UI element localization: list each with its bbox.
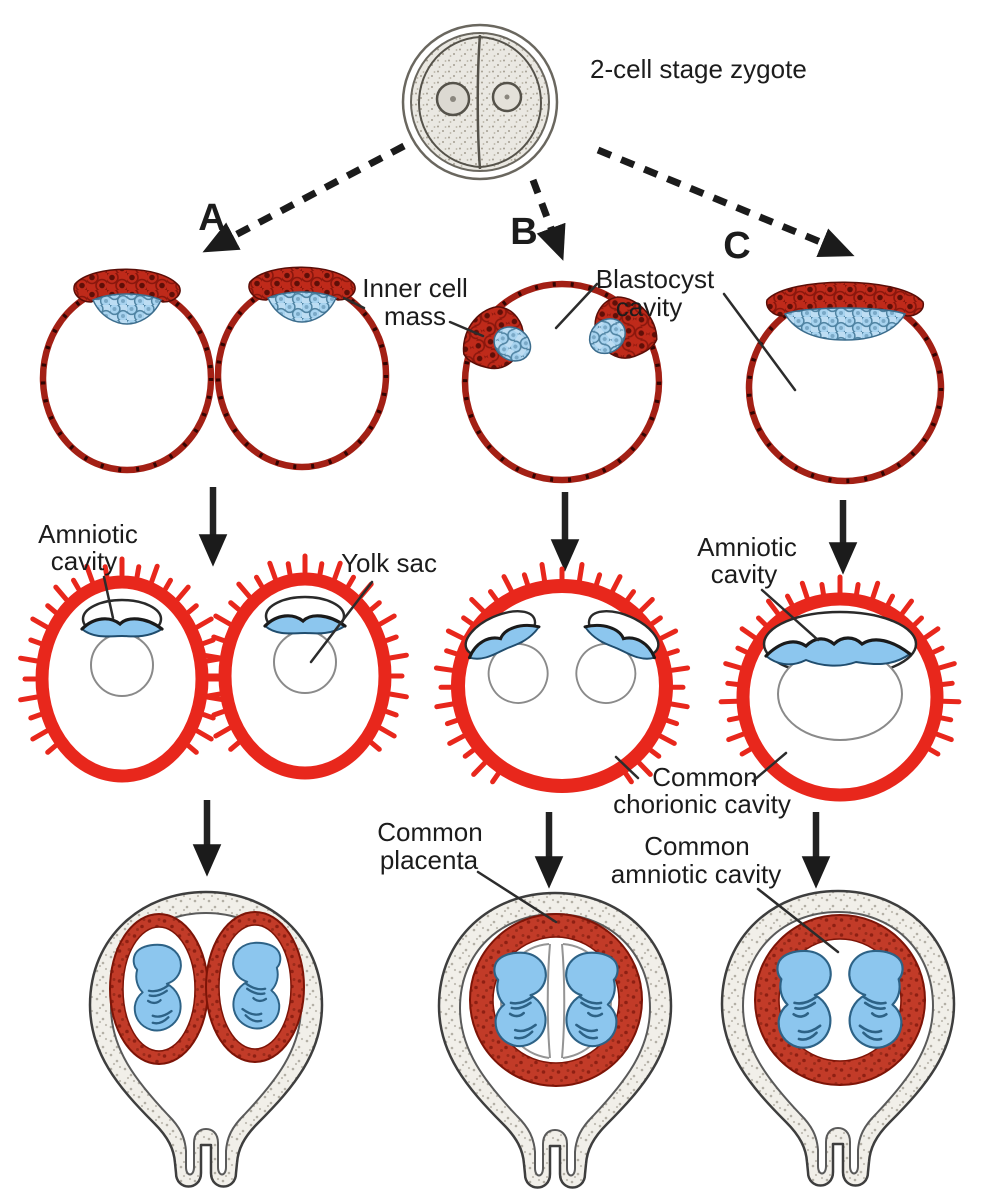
chorionic-sac-c <box>718 574 962 802</box>
svg-text:cavity: cavity <box>711 559 777 589</box>
uterus-b <box>437 891 673 1189</box>
pathway-arrow-c <box>596 146 855 258</box>
uterus-c <box>720 889 956 1187</box>
label-yolk-sac: Yolk sac <box>309 548 437 664</box>
svg-text:Common: Common <box>377 817 482 847</box>
svg-text:Amniotic: Amniotic <box>38 519 138 549</box>
label-blastocyst-cavity: Blastocyst cavity <box>554 264 797 392</box>
label-amniotic-cavity-c: Amniotic cavity <box>697 532 820 642</box>
svg-text:Common: Common <box>644 831 749 861</box>
label-inner-cell-mass: Inner cell mass <box>342 273 485 338</box>
svg-text:cavity: cavity <box>616 292 682 322</box>
chorionic-sac-b <box>433 562 691 793</box>
svg-text:cavity: cavity <box>51 546 117 576</box>
svg-text:placenta: placenta <box>380 845 479 875</box>
blastocyst-b <box>453 280 667 484</box>
label-common-chorionic-cavity: Common chorionic cavity <box>613 751 791 819</box>
blastocyst-a1 <box>39 268 215 474</box>
zygote-label: 2-cell stage zygote <box>590 54 807 84</box>
svg-text:Yolk sac: Yolk sac <box>341 548 437 578</box>
pathway-letter-a: A <box>198 197 225 239</box>
pathway-letter-c: C <box>723 225 750 267</box>
svg-text:Common: Common <box>652 762 757 792</box>
chorionic-sac-a2 <box>201 553 409 780</box>
chorionic-sac-a1 <box>18 556 226 783</box>
uterus-a <box>88 890 324 1188</box>
svg-text:chorionic cavity: chorionic cavity <box>613 789 791 819</box>
svg-text:Blastocyst: Blastocyst <box>596 264 715 294</box>
blastocyst-c <box>745 281 945 485</box>
svg-text:Amniotic: Amniotic <box>697 532 797 562</box>
svg-text:amniotic cavity: amniotic cavity <box>611 859 782 889</box>
label-amniotic-cavity-a: Amniotic cavity <box>38 519 138 620</box>
label-common-placenta: Common placenta <box>377 817 558 924</box>
two-cell-zygote-figure <box>401 23 559 181</box>
pathway-letter-b: B <box>510 211 537 253</box>
pathway-arrow-a <box>202 142 406 253</box>
svg-text:Inner cell: Inner cell <box>362 273 468 303</box>
pathway-arrow-b <box>529 178 566 261</box>
blastocyst-a2 <box>214 266 390 471</box>
svg-text:mass: mass <box>384 301 446 331</box>
label-common-amniotic-cavity: Common amniotic cavity <box>611 831 840 954</box>
